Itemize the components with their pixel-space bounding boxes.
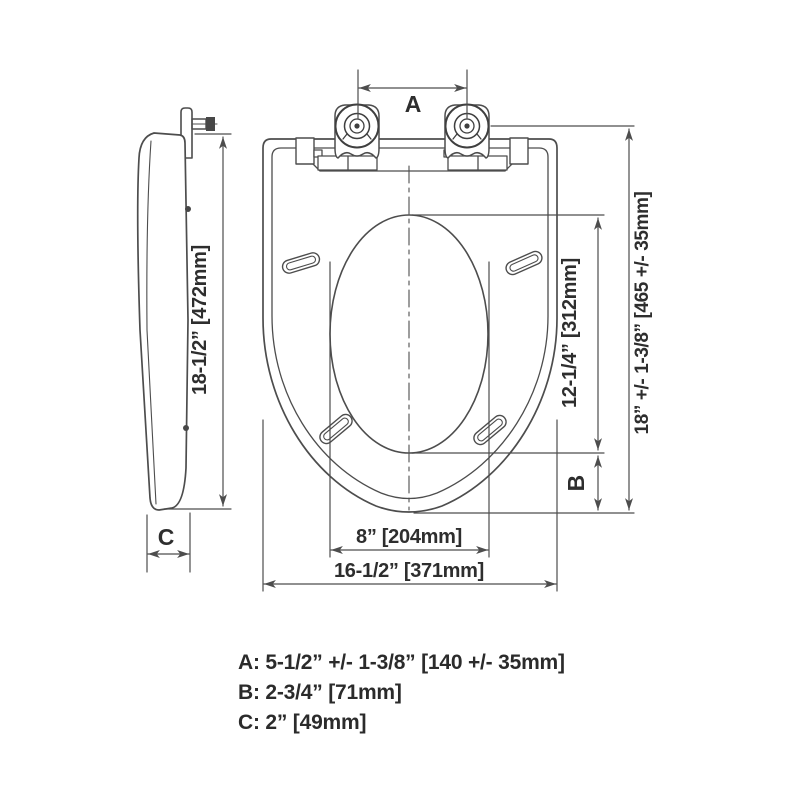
- seat-inner-outline: [271, 147, 549, 500]
- legend: A: 5-1/2” +/- 1-3/8” [140 +/- 35mm] B: 2…: [238, 648, 565, 738]
- legend-item-a: A: 5-1/2” +/- 1-3/8” [140 +/- 35mm]: [238, 651, 565, 674]
- side-seat-inner-edge: [146, 140, 157, 505]
- dim-inner-width-label: 8” [204mm]: [356, 526, 462, 548]
- legend-item-c: C: 2” [49mm]: [238, 711, 367, 734]
- hinge-bracket-left: [313, 149, 378, 171]
- hinge-lug-right: [509, 137, 529, 165]
- side-view-drawing: [136, 107, 232, 573]
- bumper-top-left: [281, 252, 321, 274]
- dim-outer-height-label: 18” +/- 1-3/8” [465 +/- 35mm]: [632, 191, 653, 434]
- legend-item-b: B: 2-3/4” [71mm]: [238, 681, 402, 704]
- dim-b-label: B: [563, 475, 589, 492]
- dim-c-label: C: [158, 524, 175, 550]
- bumper-bottom-right: [473, 414, 507, 446]
- bumper-bottom-left: [319, 413, 353, 445]
- seat-outer-outline: [262, 138, 558, 513]
- bumper-top-right: [505, 250, 543, 276]
- hinge-lug-left: [295, 137, 315, 165]
- dimension-lines: [262, 69, 635, 592]
- side-hinge-bolt: [191, 117, 218, 131]
- side-c-dimension: [146, 512, 191, 573]
- hinge-ledge-line: [311, 162, 514, 172]
- dim-inner-height-label: 12-1/4” [312mm]: [559, 258, 581, 408]
- side-bumper-nub-bottom: [183, 425, 189, 431]
- hinge-post-left: [334, 103, 380, 149]
- side-mounting-plate: [180, 107, 193, 159]
- dim-outer-width-label: 16-1/2” [371mm]: [334, 560, 484, 582]
- side-seat-profile: [136, 132, 189, 511]
- top-view-drawing: [262, 69, 635, 592]
- side-height-dimension: [163, 133, 232, 510]
- side-bumper-nub-top: [185, 206, 191, 212]
- dim-a-label: A: [405, 91, 422, 117]
- dim-side-height-label: 18-1/2” [472mm]: [189, 245, 211, 395]
